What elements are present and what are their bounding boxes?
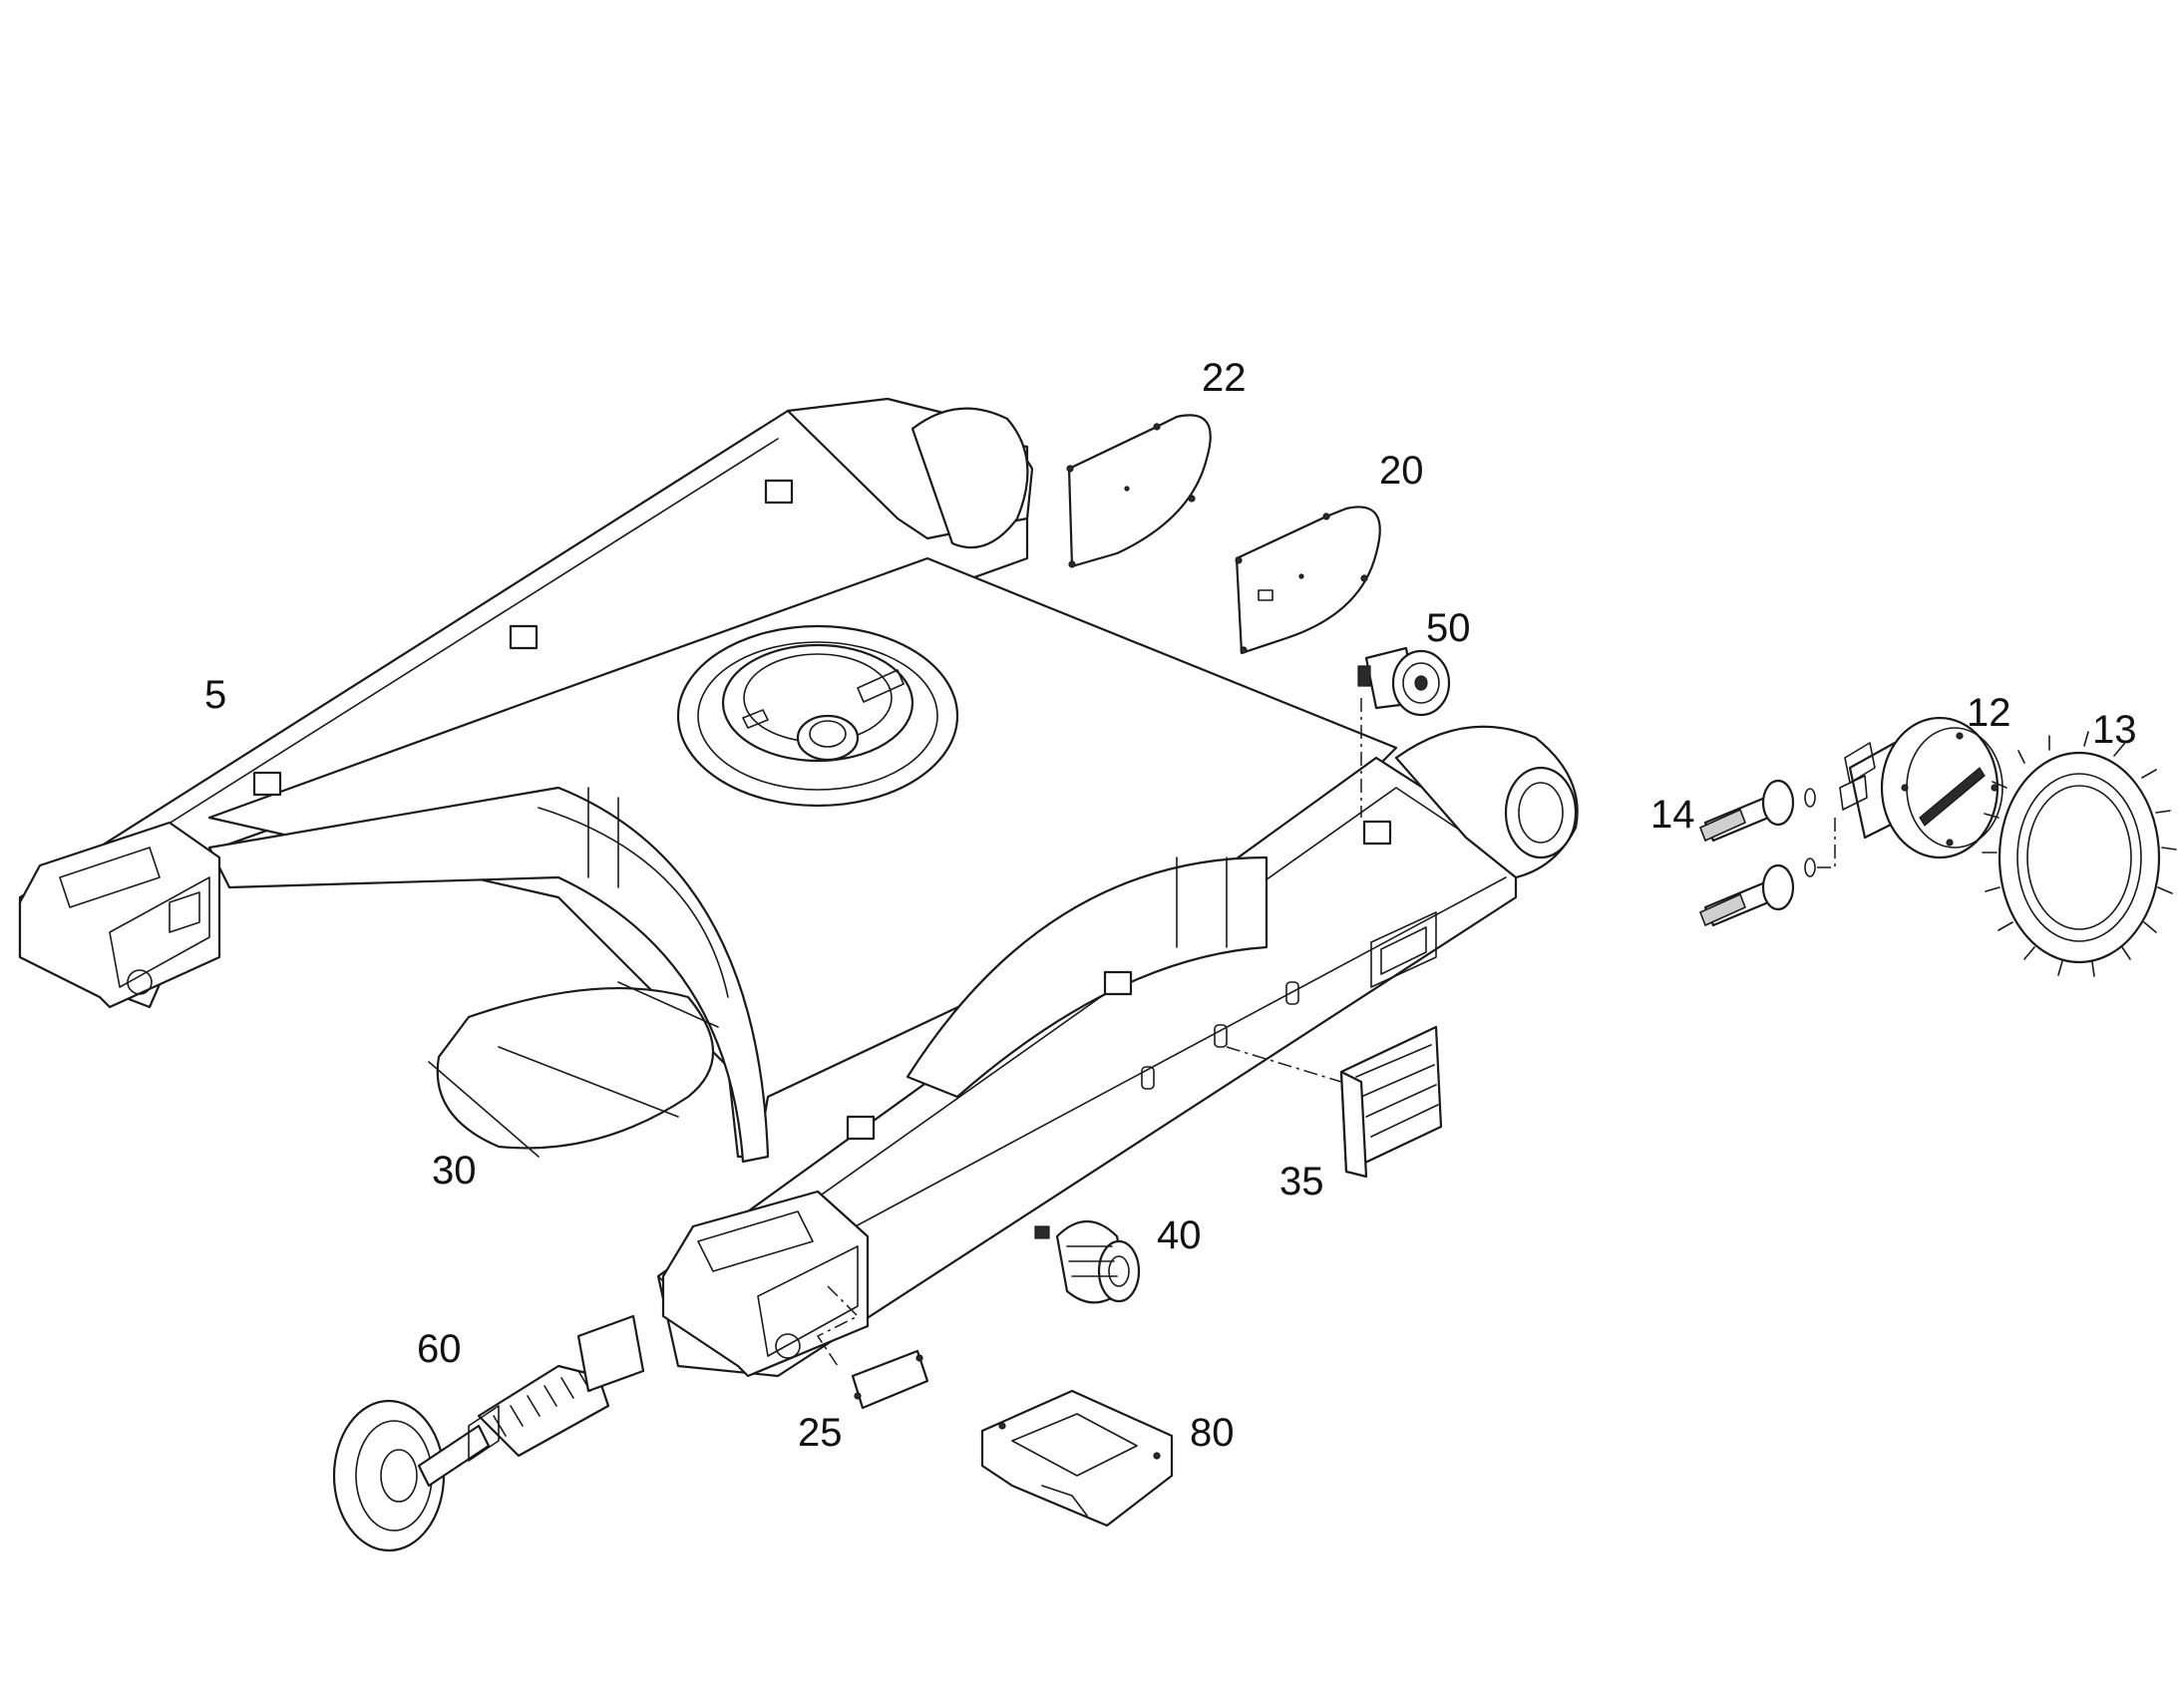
callout-13: 13 <box>2092 708 2137 752</box>
callout-30: 30 <box>432 1149 477 1193</box>
carrier-roller-50 <box>1357 646 1451 818</box>
sprocket-13 <box>1982 731 2177 977</box>
cover-plate-22 <box>1066 414 1212 568</box>
swing-bearing <box>676 624 959 808</box>
cover-plate-20 <box>1235 506 1381 655</box>
callout-5: 5 <box>204 673 226 717</box>
callout-labels: 5 22 20 50 12 13 14 30 35 40 60 25 80 <box>204 356 2137 1455</box>
travel-motor-12 <box>1839 716 2003 859</box>
bottom-cover-30 <box>428 981 719 1158</box>
pins-14 <box>1698 779 1836 927</box>
callout-20: 20 <box>1379 449 1424 493</box>
callout-12: 12 <box>1967 691 2011 735</box>
idler-recoil-spring-60 <box>332 1314 645 1552</box>
callout-80: 80 <box>1190 1411 1235 1455</box>
callout-14: 14 <box>1650 793 1695 837</box>
undercarriage-frame <box>18 397 1579 1378</box>
callout-60: 60 <box>417 1327 462 1371</box>
callout-22: 22 <box>1202 356 1247 400</box>
callout-40: 40 <box>1157 1213 1202 1257</box>
wear-pad-25 <box>816 1285 929 1410</box>
callout-35: 35 <box>1279 1160 1324 1203</box>
guard-plate-35 <box>1226 1025 1443 1179</box>
callout-50: 50 <box>1426 606 1471 650</box>
track-guide-80 <box>980 1389 1174 1528</box>
callout-25: 25 <box>798 1411 843 1455</box>
track-roller-40 <box>1034 1220 1141 1304</box>
